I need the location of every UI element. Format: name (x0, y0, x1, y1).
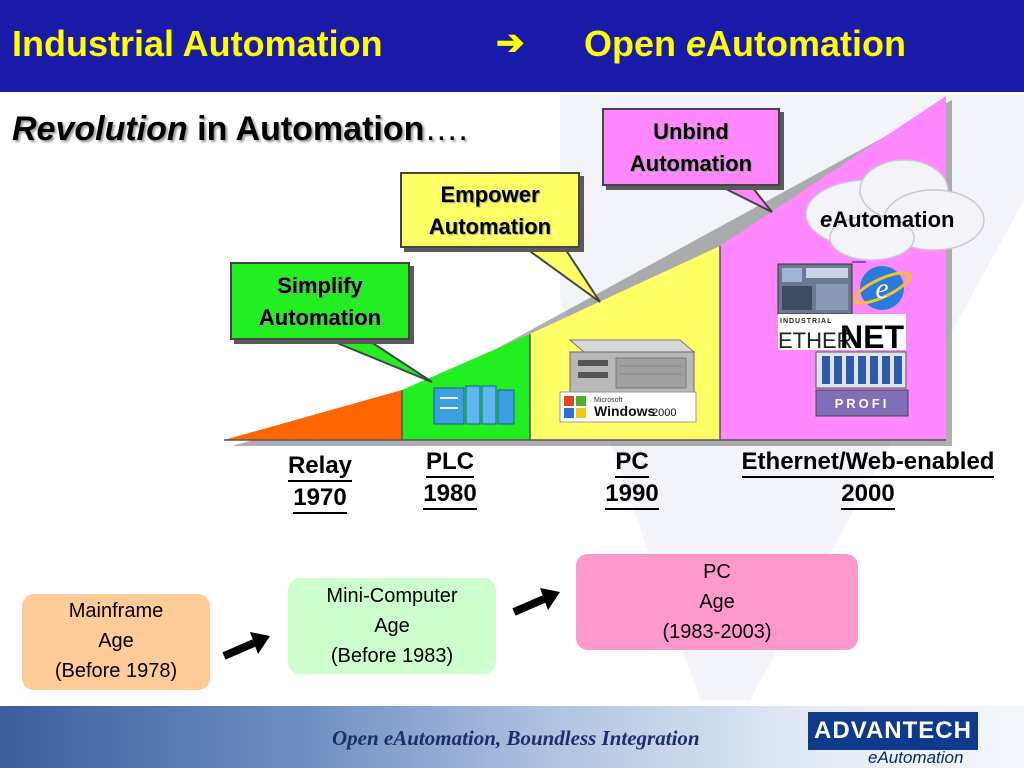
net-text: NET (840, 319, 904, 355)
callout-line: Unbind (653, 119, 729, 144)
callout-line: Empower (440, 182, 540, 207)
footer-tagline: Open eAutomation, Boundless Integration (332, 726, 700, 750)
callout-line: Automation (629, 151, 753, 176)
microsoft-text: Microsoft (594, 397, 622, 404)
page-title-right: Open eAutomation (584, 26, 906, 62)
arrow-icon (222, 632, 270, 660)
subtitle: Revolution in Automation…. (12, 110, 468, 149)
advantech-logo: ADVANTECH (808, 712, 978, 750)
era-name: PC (615, 447, 649, 478)
unbind-automation-callout: Unbind Automation (602, 108, 780, 186)
industrial-text: INDUSTRIAL (780, 318, 832, 325)
title-bar (0, 0, 1024, 92)
era-year: 1970 (293, 483, 347, 514)
age-line: (Before 1983) (330, 645, 454, 667)
age-line: (Before 1978) (54, 660, 178, 682)
eautomation-cloud-label: eAutomation (820, 207, 954, 233)
era-label-plc: PLC 1980 (400, 446, 500, 510)
hmi-screen-icon (777, 261, 866, 315)
cloud-text: Automation (832, 207, 955, 232)
title-right-prefix: Open (584, 23, 687, 64)
footer-bar: Open eAutomation, Boundless Integration (0, 706, 1024, 768)
age-line: PC (703, 561, 731, 583)
arrow-icon (512, 588, 560, 616)
era-name: Relay (287, 451, 353, 482)
era-label-pc: PC 1990 (582, 446, 682, 510)
era-label-ethernet: Ethernet/Web-enabled 2000 (710, 446, 1024, 510)
profi-text: PROFI (835, 396, 890, 411)
age-line: Age (98, 630, 134, 652)
windows-version-text: 2000 (652, 407, 676, 419)
logo-subtext: eAutomation (868, 748, 964, 767)
callout-line: Simplify (277, 273, 363, 298)
era-name: Ethernet/Web-enabled (741, 447, 995, 478)
callout-line: Automation (258, 305, 382, 330)
empower-automation-callout: Empower Automation (400, 172, 580, 248)
simplify-automation-callout: Simplify Automation (230, 262, 410, 340)
ie-letter: e (875, 272, 888, 305)
page-title: Industrial Automation (12, 23, 383, 64)
mini-computer-age-box: Mini-Computer Age (Before 1983) (288, 578, 496, 674)
industrial-pc-icon (568, 339, 696, 397)
title-right-suffix: Automation (706, 23, 907, 64)
subtitle-ellipsis: …. (424, 110, 468, 148)
age-line: Age (699, 591, 735, 613)
era-year: 1990 (605, 479, 659, 510)
cloud-e: e (820, 207, 833, 232)
mainframe-age-box: Mainframe Age (Before 1978) (22, 594, 210, 690)
windows-logo-icon: Microsoft Windows 2000 (559, 391, 697, 423)
age-line: Mainframe (68, 600, 164, 622)
era-year: 1980 (423, 479, 477, 510)
io-modules-icon: PROFI (815, 351, 909, 417)
era-label-relay: Relay 1970 (270, 450, 370, 514)
age-line: Age (374, 615, 410, 637)
plc-module-icon (433, 385, 515, 425)
subtitle-italic: Revolution (12, 110, 188, 148)
pc-age-box: PC Age (1983-2003) (576, 554, 858, 650)
windows-text: Windows (594, 403, 656, 419)
era-year: 2000 (841, 479, 895, 510)
callout-line: Automation (428, 214, 552, 239)
era-name: PLC (426, 447, 474, 478)
age-line: Mini-Computer (326, 585, 458, 607)
title-right-e: e (686, 23, 707, 64)
subtitle-rest: in Automation (187, 110, 425, 148)
ether-text: ETHER (778, 328, 853, 353)
simplify-callout-tail (319, 335, 433, 383)
internet-explorer-icon: e (853, 266, 911, 310)
arrow-right-icon: ➔ (496, 24, 525, 62)
relay-segment (224, 390, 402, 440)
industrial-ethernet-logo: INDUSTRIAL ETHER NET (778, 314, 906, 355)
age-line: (1983-2003) (662, 621, 772, 643)
cloud-icon (805, 159, 985, 261)
